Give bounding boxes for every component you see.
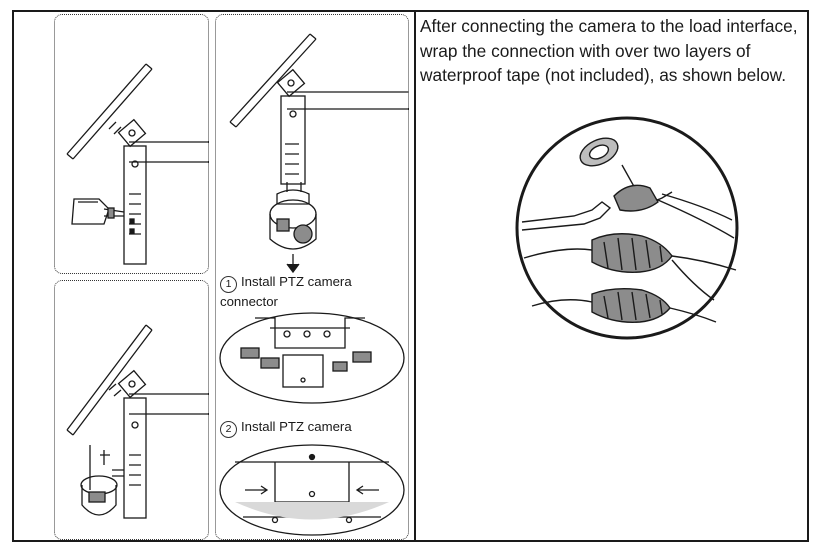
bracket-with-hanging-ptz-camera-illustration: [66, 324, 209, 519]
panel-right-steps: [215, 14, 409, 540]
ptz-connector-detail-illustration: [219, 312, 405, 404]
step-2-text: Install PTZ camera: [241, 419, 352, 434]
step-2-label: 2 Install PTZ camera: [220, 418, 405, 438]
bracket-with-ptz-camera-illustration: [229, 33, 409, 274]
instruction-text: After connecting the camera to the load …: [420, 16, 798, 85]
step-1-text: Install PTZ camera connector: [220, 274, 352, 309]
panel-top-left: [54, 14, 209, 274]
panel-bottom-left: [54, 280, 209, 540]
column-divider: [414, 12, 416, 540]
bracket-with-camera-box-illustration: [66, 63, 209, 265]
step-2-number: 2: [220, 421, 237, 438]
ptz-mount-detail-illustration: [219, 444, 405, 536]
waterproof-tape-wrapping-illustration: [515, 116, 739, 340]
step-1-number: 1: [220, 276, 237, 293]
